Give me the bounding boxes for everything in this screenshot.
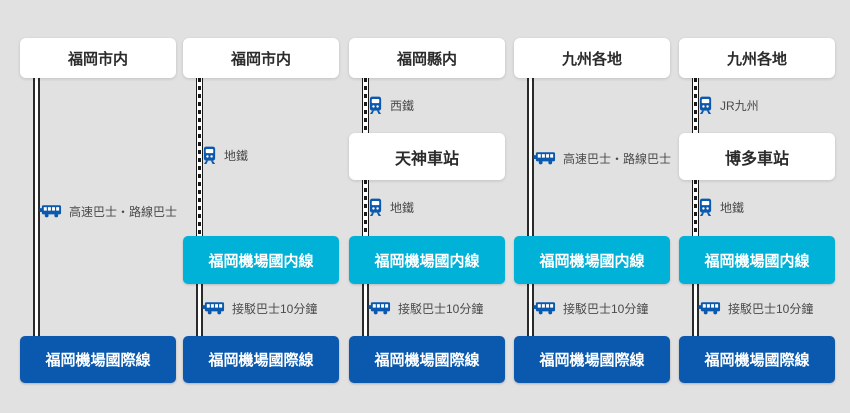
leg-label: 接駁巴士10分鐘 xyxy=(398,301,484,316)
train-icon xyxy=(203,146,216,164)
station-box: 博多車站 xyxy=(679,133,835,180)
leg-label: 接駁巴士10分鐘 xyxy=(728,301,814,316)
transport-leg: 接駁巴士10分鐘 xyxy=(202,298,317,318)
bus-icon xyxy=(698,302,721,315)
rail-line xyxy=(692,78,699,133)
leg-label: 地鐵 xyxy=(224,148,249,163)
road-line xyxy=(362,284,369,336)
domestic-terminal-box: 福岡機場國内線 xyxy=(349,236,505,284)
domestic-terminal-box: 福岡機場國内線 xyxy=(514,236,670,284)
domestic-terminal-box: 福岡機場國内線 xyxy=(183,236,339,284)
train-icon xyxy=(699,198,712,216)
road-line xyxy=(527,78,534,236)
bus-icon xyxy=(533,302,556,315)
transport-leg: 地鐵 xyxy=(368,197,414,217)
origin-box: 九州各地 xyxy=(679,38,835,78)
route-column-fukuoka-prefecture: 福岡縣内 西鐵 天神車站 地鐵 福岡機場國内線 接駁巴士10分鐘 福岡機場國際線 xyxy=(349,38,505,383)
leg-label: 地鐵 xyxy=(390,200,415,215)
rail-line xyxy=(362,78,369,133)
domestic-terminal-box: 福岡機場國内線 xyxy=(679,236,835,284)
international-terminal-box: 福岡機場國際線 xyxy=(20,336,176,383)
origin-box: 福岡市内 xyxy=(183,38,339,78)
route-column-fukuoka-city-subway: 福岡市内 地鐵 福岡機場國内線 接駁巴士10分鐘 福岡機場國際線 xyxy=(183,38,339,383)
rail-line xyxy=(362,180,369,236)
leg-label: 高速巴士・路線巴士 xyxy=(69,204,178,219)
road-line xyxy=(692,284,699,336)
bus-icon xyxy=(368,302,391,315)
train-icon xyxy=(369,198,382,216)
transport-leg: 高速巴士・路線巴士 xyxy=(533,148,671,168)
leg-label: 高速巴士・路線巴士 xyxy=(563,151,672,166)
rail-line xyxy=(196,78,203,236)
rail-line xyxy=(692,180,699,236)
train-icon xyxy=(369,96,382,114)
leg-label: 地鐵 xyxy=(720,200,745,215)
international-terminal-box: 福岡機場國際線 xyxy=(679,336,835,383)
transport-leg: 西鐵 xyxy=(368,95,414,115)
origin-box: 福岡縣内 xyxy=(349,38,505,78)
leg-label: 西鐵 xyxy=(390,98,415,113)
transport-leg: 地鐵 xyxy=(202,145,248,165)
route-column-fukuoka-city-bus: 福岡市内 高速巴士・路線巴士 福岡機場國際線 xyxy=(20,38,177,383)
transport-leg: 接駁巴士10分鐘 xyxy=(533,298,648,318)
origin-box: 九州各地 xyxy=(514,38,670,78)
international-terminal-box: 福岡機場國際線 xyxy=(349,336,505,383)
transport-leg: 高速巴士・路線巴士 xyxy=(39,201,177,221)
train-icon xyxy=(699,96,712,114)
leg-label: JR九州 xyxy=(720,98,759,113)
station-box: 天神車站 xyxy=(349,133,505,180)
bus-icon xyxy=(39,205,62,218)
road-line xyxy=(527,284,534,336)
route-column-kyushu-bus: 九州各地 高速巴士・路線巴士 福岡機場國内線 接駁巴士10分鐘 福岡機場國際線 xyxy=(514,38,671,383)
transport-leg: 接駁巴士10分鐘 xyxy=(368,298,483,318)
road-line xyxy=(196,284,203,336)
route-column-kyushu-jr: 九州各地 JR九州 博多車站 地鐵 福岡機場國内線 接駁巴士10分鐘 福岡機場國… xyxy=(679,38,835,383)
leg-label: 接駁巴士10分鐘 xyxy=(232,301,318,316)
bus-icon xyxy=(202,302,225,315)
origin-box: 福岡市内 xyxy=(20,38,176,78)
leg-label: 接駁巴士10分鐘 xyxy=(563,301,649,316)
transport-leg: JR九州 xyxy=(698,95,759,115)
international-terminal-box: 福岡機場國際線 xyxy=(514,336,670,383)
transport-leg: 接駁巴士10分鐘 xyxy=(698,298,813,318)
road-line xyxy=(33,78,40,336)
bus-icon xyxy=(533,152,556,165)
international-terminal-box: 福岡機場國際線 xyxy=(183,336,339,383)
transport-leg: 地鐵 xyxy=(698,197,744,217)
